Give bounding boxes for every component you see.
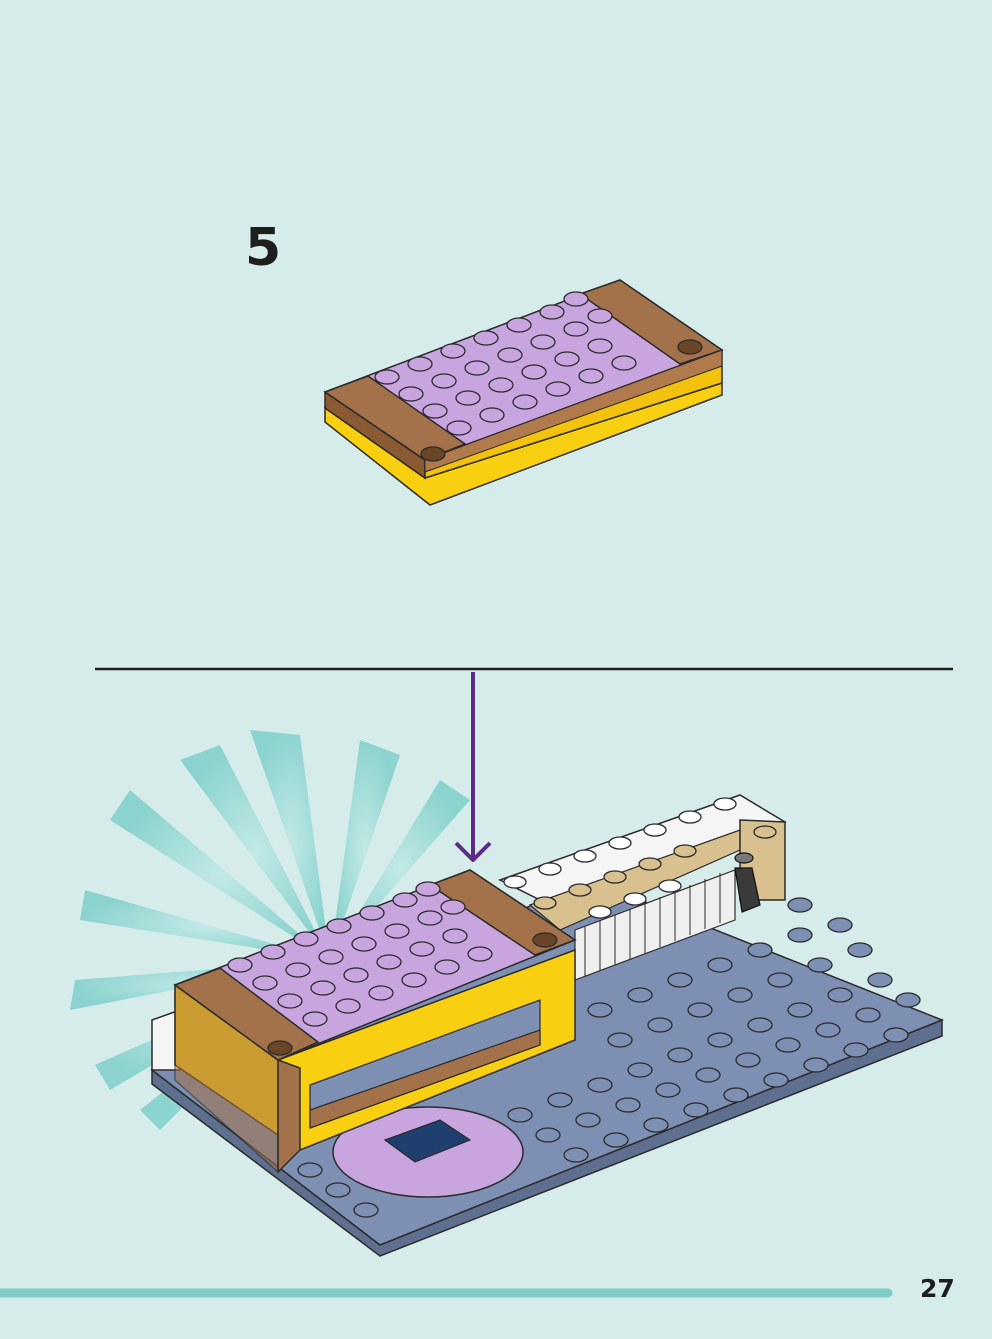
- main-model: [150, 794, 945, 1257]
- down-arrow-icon: [454, 672, 492, 862]
- page-number: 27: [920, 1274, 955, 1303]
- sub-assembly: [323, 279, 724, 506]
- step-number: 5: [245, 218, 282, 278]
